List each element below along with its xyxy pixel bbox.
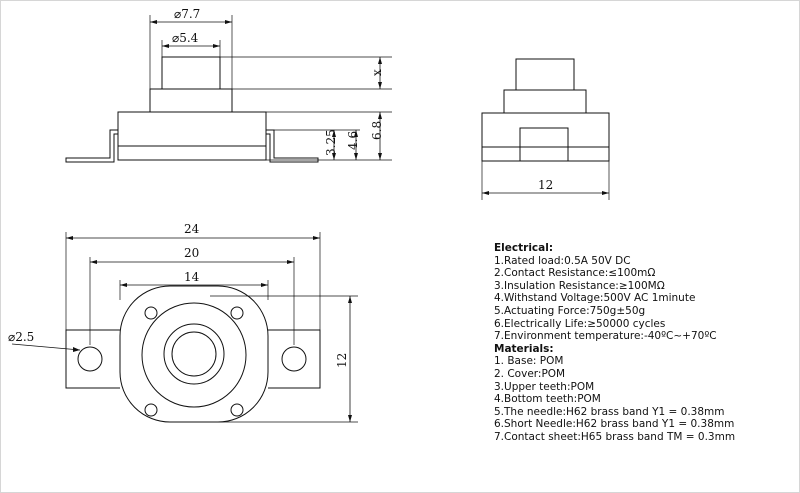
dim-top-inner: ⌀5.4 <box>172 31 199 45</box>
materials-heading: Materials: <box>494 342 554 355</box>
dim-bottom-outer: 24 <box>184 222 200 236</box>
bottom-plunger <box>171 331 217 377</box>
material-line: 5.The needle:H62 brass band Y1 = 0.38mm <box>494 405 725 418</box>
screw-hole <box>230 403 244 417</box>
screw-hole <box>144 403 158 417</box>
bottom-body <box>119 285 269 423</box>
right-mount-hole <box>281 346 307 372</box>
dim-top-outer: ⌀7.7 <box>174 7 200 21</box>
dim-height-total: 6.8 <box>370 121 384 140</box>
right-terminal <box>266 129 319 163</box>
screw-hole <box>230 306 244 320</box>
material-line: 3.Upper teeth:POM <box>494 380 595 393</box>
side-button-cap <box>515 58 575 91</box>
electrical-spec-line: 7.Environment temperature:-40ºC~+70ºC <box>494 330 717 343</box>
left-terminal <box>65 129 118 163</box>
bottom-ring <box>163 323 225 385</box>
side-slot <box>519 127 569 162</box>
side-housing <box>481 112 610 148</box>
front-button-cap <box>161 56 221 90</box>
bottom-ring-outer <box>141 302 247 408</box>
front-housing <box>117 111 267 147</box>
dim-bottom-mid: 20 <box>184 246 199 260</box>
side-base <box>481 146 610 162</box>
material-line: 2. Cover:POM <box>494 367 566 380</box>
dim-bottom-height: 12 <box>335 353 349 368</box>
front-view <box>65 15 392 163</box>
screw-hole <box>144 306 158 320</box>
left-ear <box>65 329 120 389</box>
dim-travel: x <box>370 69 384 76</box>
dim-height-body: 4.6 <box>346 131 360 150</box>
dim-hole-diameter: ⌀2.5 <box>8 330 34 344</box>
electrical-spec-line: 2.Contact Resistance:≤100mΩ <box>494 267 656 280</box>
material-line: 6.Short Needle:H62 brass band Y1 = 0.38m… <box>494 418 735 431</box>
specifications-panel: Electrical: 1.Rated load:0.5A 50V DC 2.C… <box>494 242 794 444</box>
material-line: 7.Contact sheet:H65 brass band TM = 0.3m… <box>494 430 736 443</box>
left-mount-hole <box>77 346 103 372</box>
material-line: 1. Base: POM <box>494 355 564 368</box>
material-line: 4.Bottom teeth:POM <box>494 393 601 406</box>
electrical-spec-line: 6.Electrically Life:≥50000 cycles <box>494 317 666 330</box>
dim-side-width: 12 <box>538 178 553 192</box>
side-view <box>481 58 610 200</box>
dim-height-base: 3.25 <box>324 129 338 156</box>
dimension-labels: ⌀7.7 ⌀5.4 x 6.8 4.6 3.25 12 24 20 14 12 … <box>8 7 553 368</box>
electrical-spec-line: 3.Insulation Resistance:≥100MΩ <box>494 279 665 292</box>
electrical-spec-line: 5.Actuating Force:750g±50g <box>494 304 646 317</box>
dim-bottom-inner: 14 <box>184 270 200 284</box>
front-base <box>117 145 267 161</box>
front-collar <box>149 88 233 113</box>
electrical-spec-line: 1.Rated load:0.5A 50V DC <box>494 254 631 267</box>
electrical-heading: Electrical: <box>494 242 554 254</box>
side-collar <box>503 89 587 114</box>
electrical-spec-line: 4.Withstand Voltage:500V AC 1minute <box>494 292 696 305</box>
bottom-view <box>11 232 358 423</box>
